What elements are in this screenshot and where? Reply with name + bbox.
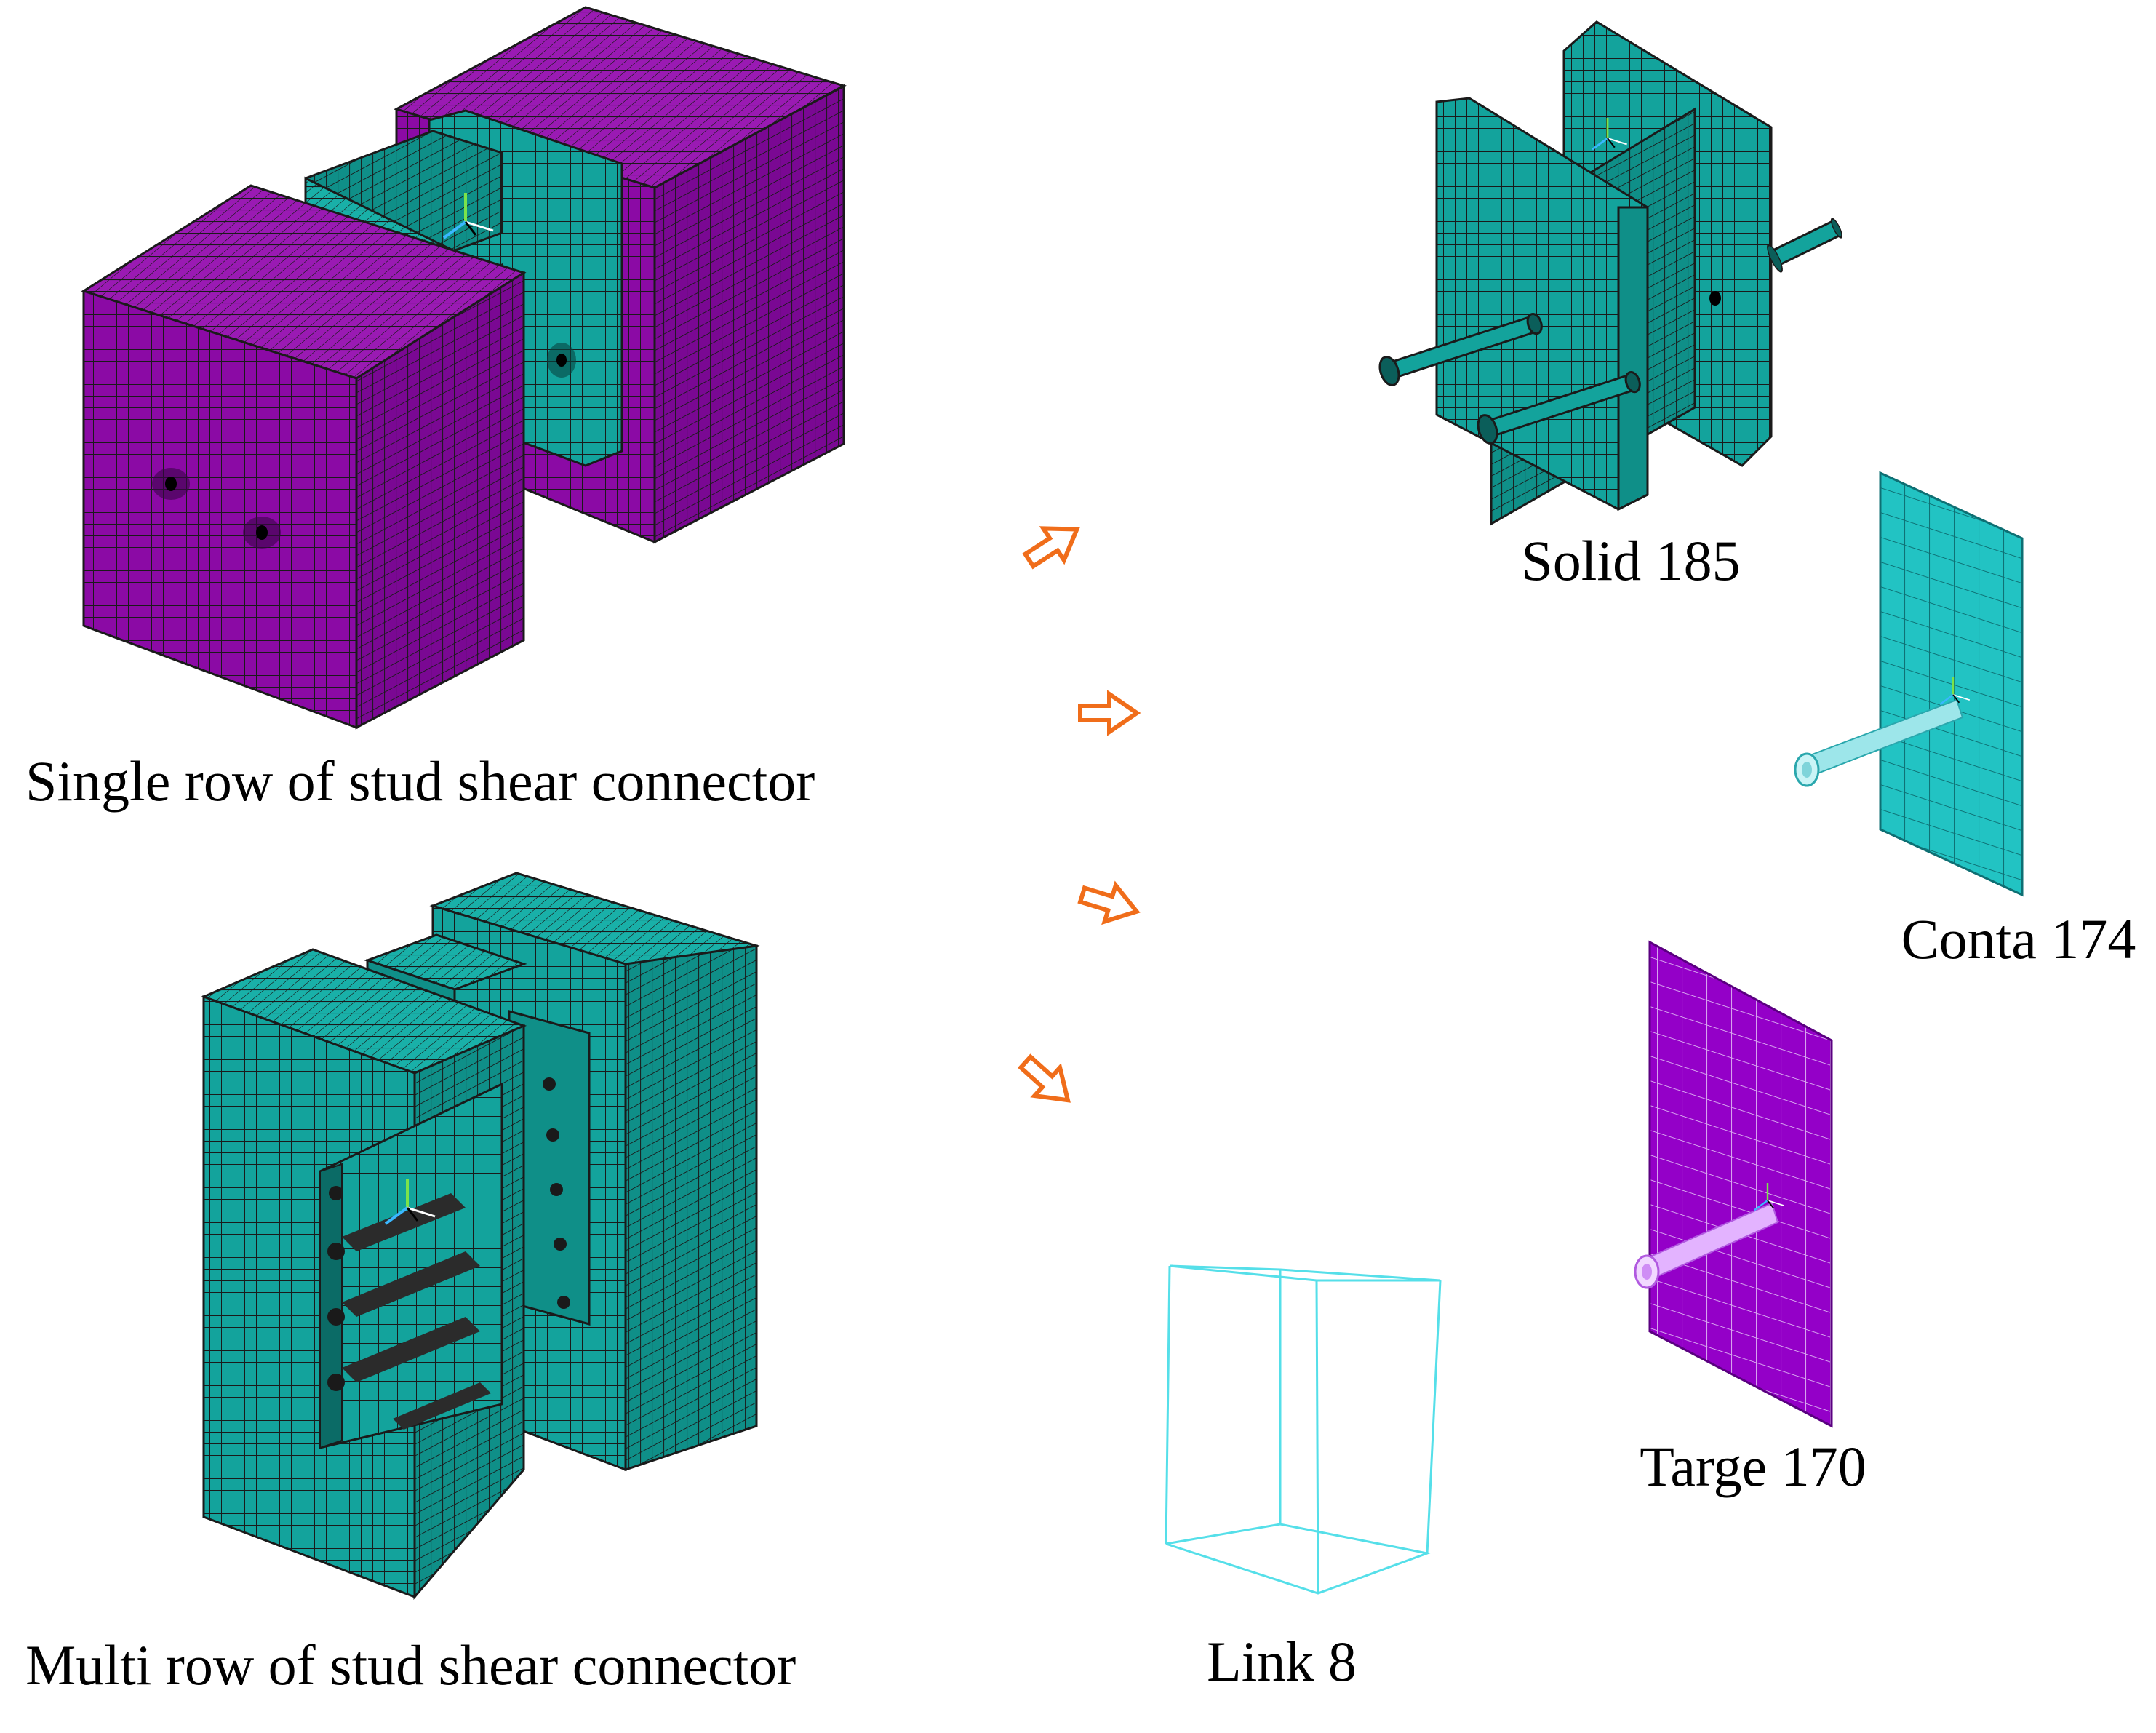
targe-170-model [1634, 940, 1833, 1428]
outline-arrow-icon [1080, 694, 1137, 732]
link-8-model [1165, 1264, 1442, 1595]
solid-185-model [1375, 20, 1847, 526]
multi-row-label: Multi row of stud shear connector [25, 1633, 796, 1697]
stud-hole [165, 477, 177, 491]
conta-174-model [1794, 471, 2024, 897]
conta-stud [1794, 698, 1964, 787]
outline-arrow-icon [1077, 877, 1142, 930]
single-row-label: Single row of stud shear connector [25, 749, 815, 813]
solid-flange-front-edge [1617, 206, 1649, 511]
outline-arrow-icon [1019, 514, 1087, 576]
solid-185-label: Solid 185 [1521, 529, 1740, 592]
targe-plate [1648, 940, 1833, 1428]
conta-174-label: Conta 174 [1901, 907, 2136, 971]
link-8-label: Link 8 [1207, 1630, 1357, 1693]
outline-arrow-icon [1013, 1048, 1081, 1115]
conta-plate [1879, 471, 2024, 897]
stud-hole [256, 525, 268, 540]
targe-stud [1634, 1202, 1779, 1289]
stud-hole [556, 354, 567, 367]
multi-back-block-side [624, 944, 758, 1472]
targe-170-label: Targe 170 [1640, 1435, 1866, 1498]
multi-front-opening-shadow [319, 1163, 343, 1449]
front-block-side [355, 271, 525, 730]
multi-studs [327, 1077, 570, 1430]
stud-hole [1709, 291, 1721, 306]
single-row-model [81, 6, 847, 730]
stud-shape [1763, 212, 1847, 274]
multi-row-model [200, 872, 760, 1601]
back-block-side [653, 84, 845, 544]
